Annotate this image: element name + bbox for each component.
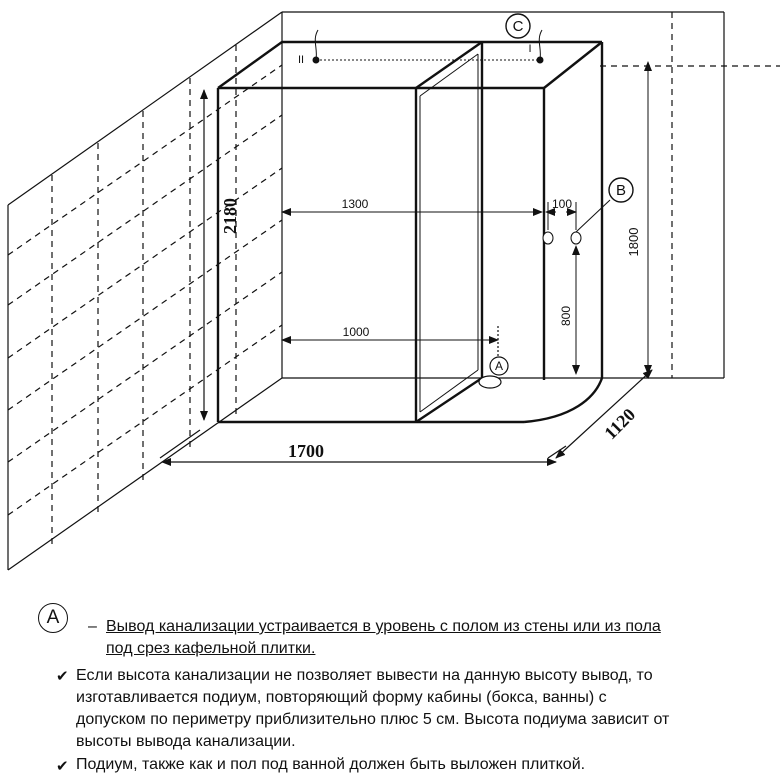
left-wall-top-edge: [7, 11, 283, 206]
back-wall: [282, 11, 780, 379]
pipe-outlet-left: [542, 231, 554, 245]
legend-dash: –: [88, 618, 97, 635]
shower-cabin: [216, 40, 604, 424]
pipe-outlet-right: [570, 231, 582, 245]
pipe-label-1: I: [528, 43, 531, 55]
marker-b: [608, 177, 634, 203]
ceiling-pipe-line: [312, 29, 544, 64]
legend-note-line1: Вывод канализации устраивается в уровень…: [106, 618, 661, 635]
dimension-label-1300: 1300: [342, 197, 369, 211]
pipe-label-2: II: [298, 54, 304, 66]
marker-b-label: B: [616, 182, 626, 199]
legend-note-line2: под срез кафельной плитки.: [106, 640, 316, 657]
dimension-width-1120: [555, 369, 653, 459]
left-wall-tile-grid: [7, 11, 283, 571]
marker-a: [489, 356, 509, 376]
marker-c-label: C: [513, 18, 524, 35]
marker-c: [505, 13, 531, 39]
dimension-label-width: 1120: [600, 404, 639, 443]
legend-item1-line3: допуском по периметру приблизительно плю…: [76, 711, 670, 728]
legend-item1-line1: Если высота канализации не позволяет выв…: [76, 667, 653, 684]
dimension-label-1800: 1800: [626, 228, 641, 257]
legend-marker-a: A: [38, 603, 68, 633]
water-pipe-outlets: [542, 199, 611, 245]
dimension-label-1000: 1000: [343, 325, 370, 339]
legend-item1-line4: высоты вывода канализации.: [76, 733, 296, 750]
check-icon: ✔: [56, 758, 69, 775]
installation-diagram: 2180 1700 1120 1300 100 1000 800 1800: [7, 11, 780, 571]
dimension-label-height: 2180: [220, 198, 240, 234]
dimension-label-100: 100: [552, 197, 572, 211]
dimension-length-1700: [159, 429, 567, 466]
dimension-label-800: 800: [559, 306, 573, 326]
dimension-100: [545, 202, 577, 230]
marker-a-label: A: [495, 359, 503, 373]
dimension-label-length: 1700: [288, 441, 324, 461]
check-icon: ✔: [56, 668, 69, 685]
legend-item1-line2: изготавливается подиум, повторяющий форм…: [76, 689, 607, 706]
legend-item2: Подиум, также как и пол под ванной долже…: [76, 756, 586, 773]
drain-outlet: [478, 326, 509, 389]
